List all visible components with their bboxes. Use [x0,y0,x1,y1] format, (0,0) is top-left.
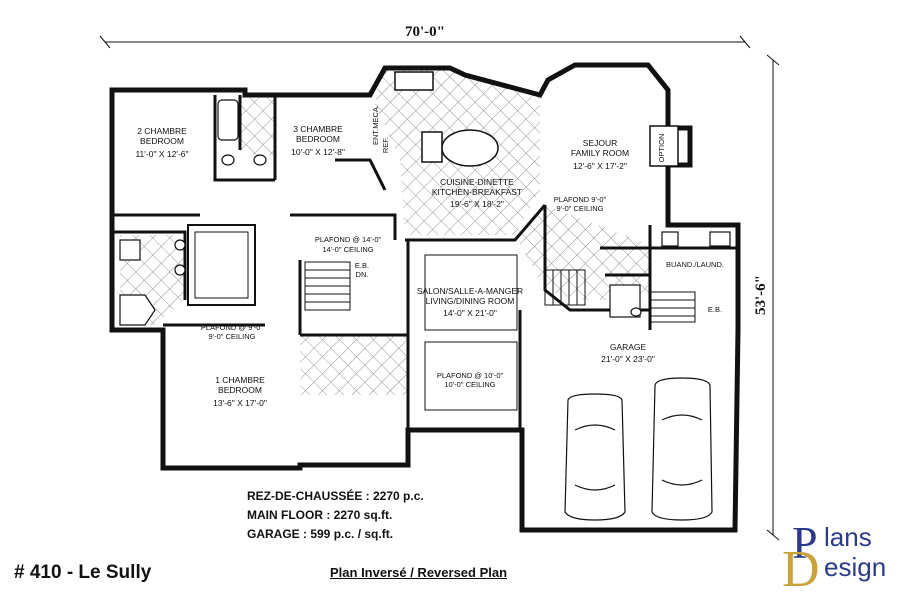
living-dining-outline [424,254,518,411]
option-tag: OPTION [657,134,666,163]
logo-word-1: lans [824,522,872,552]
plans-design-logo: P lans D esign [782,517,897,598]
kitchen-name-fr: CUISINE-DINETTE [440,177,514,187]
kitchen-size: 19'-6" X 18'-2" [450,199,504,209]
bedroom2-name-en: BEDROOM [140,136,184,146]
bedroom1-name-en: BEDROOM [218,385,262,395]
width-dimension: 70'-0" [405,24,445,40]
dimension-lines [99,35,780,541]
depth-dimension: 53'-6" [753,275,769,315]
bath2-tile [240,95,275,155]
ceiling-living-en: 10'-0" CEILING [444,380,495,389]
foyer-tile [300,335,408,395]
logo-word-2: esign [824,552,887,582]
ceiling-notes: PLAFOND @ 14'-0" 14'-0" CEILING PLAFOND … [201,195,607,389]
living-name-en: LIVING/DINING ROOM [426,296,515,306]
logo-letter-p: P [792,517,818,568]
floor-area-summary: REZ-DE-CHAUSSÉE : 2270 p.c. MAIN FLOOR :… [247,487,424,544]
family-size: 12'-6" X 17'-2" [573,161,627,171]
ceiling-bedroom1-fr: PLAFOND @ 9'-0" [201,323,263,332]
kitchen-name-en: KITCHEN-BREAKFAST [432,187,522,197]
ref-tag: REF. [381,137,390,153]
dn-tag-stair: DN. [356,270,369,279]
cars [564,377,713,521]
laundry-label: BUAND./LAUND. [666,260,724,269]
bedroom1-size: 13'-6" X 17'-0" [213,398,267,408]
living-size: 14'-0" X 21'-0" [443,308,497,318]
ceiling-living-fr: PLAFOND @ 10'-0" [437,371,504,380]
area-garage: GARAGE : 599 p.c. / sq.ft. [247,527,394,541]
small-tags: E.B. DN. E.B. ENT.MECA. REF. [355,105,722,314]
garage-name: GARAGE [610,342,647,352]
bedroom2-size: 11'-0" X 12'-6" [135,149,188,159]
option-fireplace: OPTION [649,125,679,167]
bedroom1-name-fr: 1 CHAMBRE [215,375,265,385]
bath-fixtures [119,99,731,326]
ceiling-family-en: 9'-0" CEILING [556,204,603,213]
area-main: MAIN FLOOR : 2270 sq.ft. [247,508,393,522]
bedroom2-name-fr: 2 CHAMBRE [137,126,187,136]
interior-walls [112,95,740,430]
ent-meca-tag: ENT.MECA. [371,105,380,145]
plan-title: # 410 - Le Sully [14,562,152,583]
eb-tag-stair: E.B. [355,261,369,270]
area-rez: REZ-DE-CHAUSSÉE : 2270 p.c. [247,489,424,503]
bedroom3-name-en: BEDROOM [296,134,340,144]
ceiling-family-fr: PLAFOND 9'-0" [554,195,607,204]
eb-tag-garage: E.B. [708,305,722,314]
living-name-fr: SALON/SALLE-A-MANGER [417,286,523,296]
plan-subtitle: Plan Inversé / Reversed Plan [330,565,508,580]
bedroom3-size: 10'-0" X 12'-8" [291,147,345,157]
stairs [304,261,696,323]
kitchen-furniture [394,71,499,167]
garage-size: 21'-0" X 23'-0" [601,354,655,364]
ceiling-hall-fr: PLAFOND @ 14'-0" [315,235,382,244]
exterior-walls [109,62,741,533]
ceiling-hall-en: 14'-0" CEILING [322,245,373,254]
room-labels: 2 CHAMBRE BEDROOM 11'-0" X 12'-6" 3 CHAM… [135,124,724,408]
family-name-en: FAMILY ROOM [571,148,629,158]
logo-letter-d: D [782,541,820,598]
family-name-fr: SEJOUR [583,138,617,148]
bedroom3-name-fr: 3 CHAMBRE [293,124,343,134]
ceiling-bedroom1-en: 9'-0" CEILING [208,332,255,341]
